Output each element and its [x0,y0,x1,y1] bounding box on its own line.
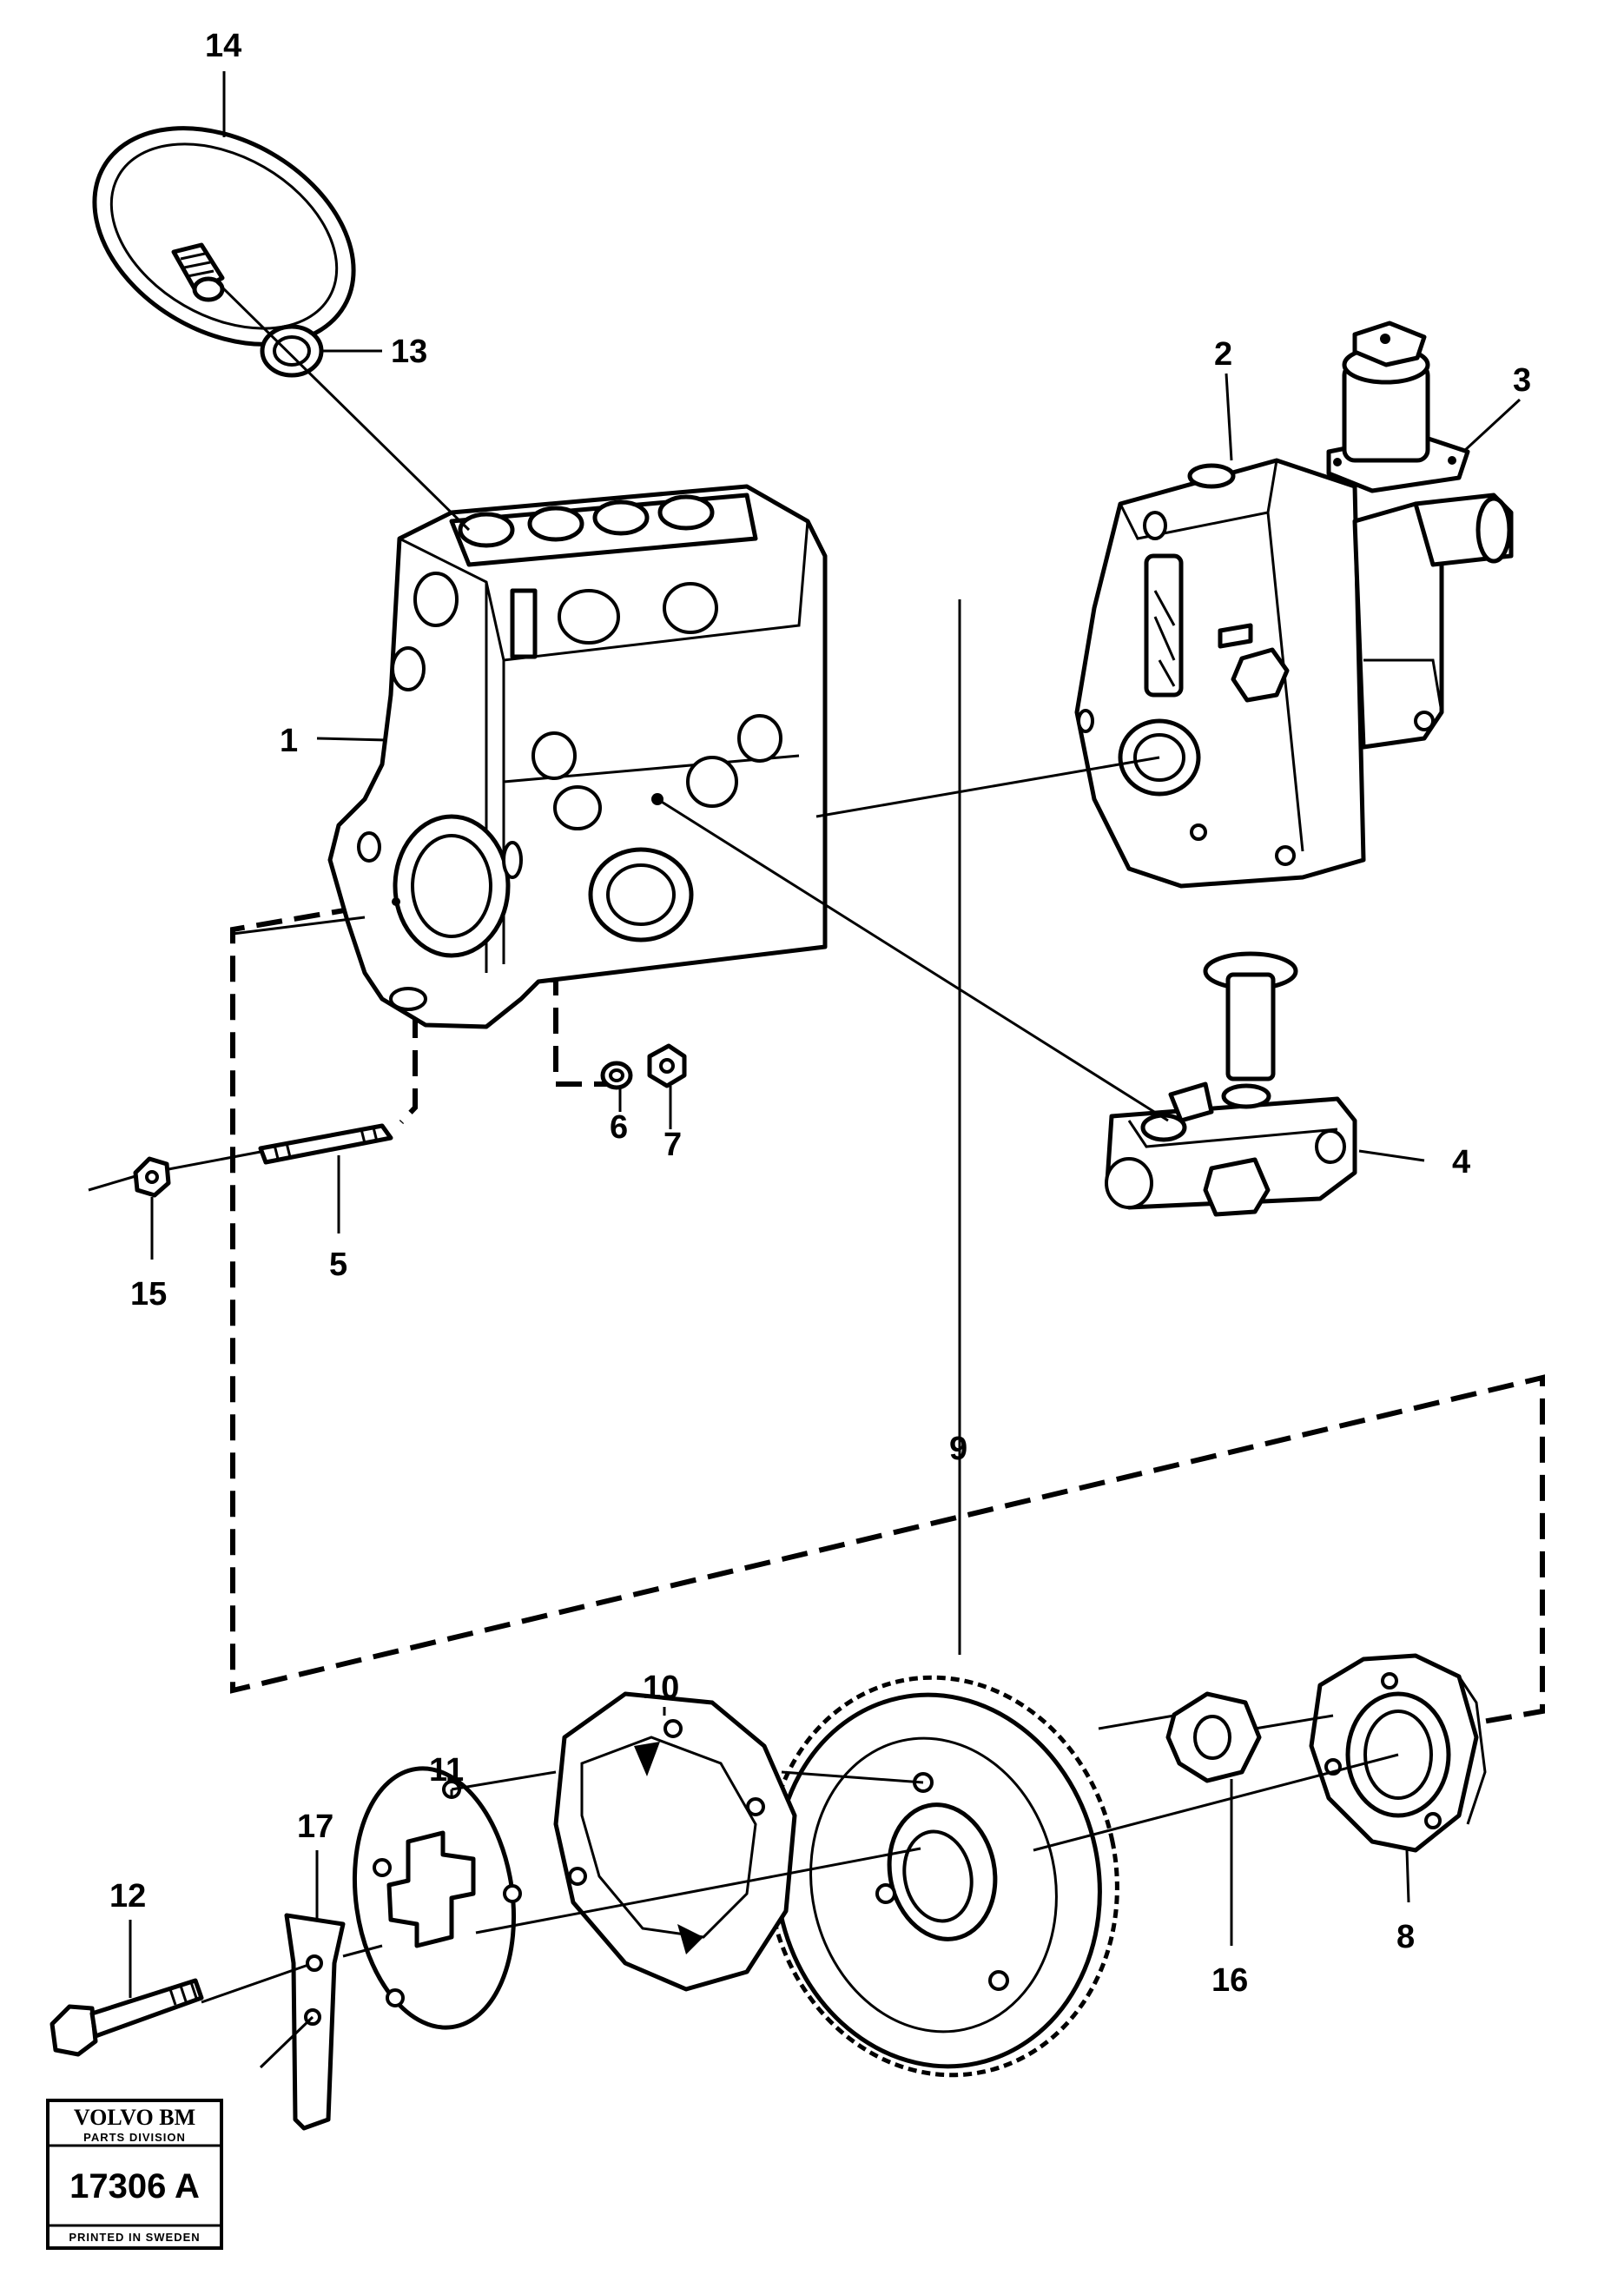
stud-dashed-guide [399,1012,418,1125]
part-5-stud [258,1123,393,1165]
volvo-bm-parts-stamp: VOLVO BM PARTS DIVISION 17306 A PRINTED … [46,2099,223,2250]
callout-6: 6 [610,1109,628,1146]
part-3-solenoid [1326,321,1470,493]
stamp-brand: VOLVO BM [74,2105,195,2130]
callout-15: 15 [130,1276,167,1313]
part-11-plate [352,1766,522,2030]
part-4-feed-pump [1105,951,1357,1217]
washer-dashed-guide [545,977,608,1087]
callout-14: 14 [205,28,241,64]
callout-4: 4 [1452,1144,1470,1180]
callout-2: 2 [1214,336,1232,373]
stamp-number: 17306 A [69,2167,200,2206]
part-12-bolt [50,1978,204,2057]
part-2-governor-housing [1074,458,1514,889]
callout-8: 8 [1396,1919,1415,1955]
assembly-dashed-outline [230,899,1545,1727]
stamp-division: PARTS DIVISION [83,2131,186,2144]
callout-pointers [129,71,1522,1998]
callout-10: 10 [643,1670,679,1706]
part-7-nut [647,1043,687,1088]
part-17-lock-plate [284,1913,346,2131]
part-1-injection-pump-housing [327,484,828,1029]
part-15-nut [133,1156,171,1198]
part-9-drive-gear [765,1675,1119,2078]
part-14-cover-plate [92,126,356,347]
callout-13: 13 [391,334,427,370]
part-13-seal-ring [260,324,324,378]
callout-7: 7 [663,1127,682,1163]
callout-5: 5 [329,1247,347,1283]
callout-9: 9 [949,1431,967,1467]
callout-16: 16 [1211,1962,1248,1999]
callout-1: 1 [280,723,298,759]
part-8-bearing-flange [1309,1653,1487,1853]
part-6-washer [600,1061,633,1090]
callout-17: 17 [297,1809,333,1845]
callout-11: 11 [429,1752,464,1789]
assembly-lines [88,281,1399,2069]
part-16-nut [1165,1691,1262,1783]
callout-labels: 14 13 2 3 1 4 6 7 5 15 9 10 11 17 12 16 … [109,28,1531,1999]
callout-3: 3 [1513,362,1531,399]
part-10-hub-spacer [553,1691,797,1992]
stamp-printed: PRINTED IN SWEDEN [69,2231,200,2244]
callout-12: 12 [109,1878,146,1915]
